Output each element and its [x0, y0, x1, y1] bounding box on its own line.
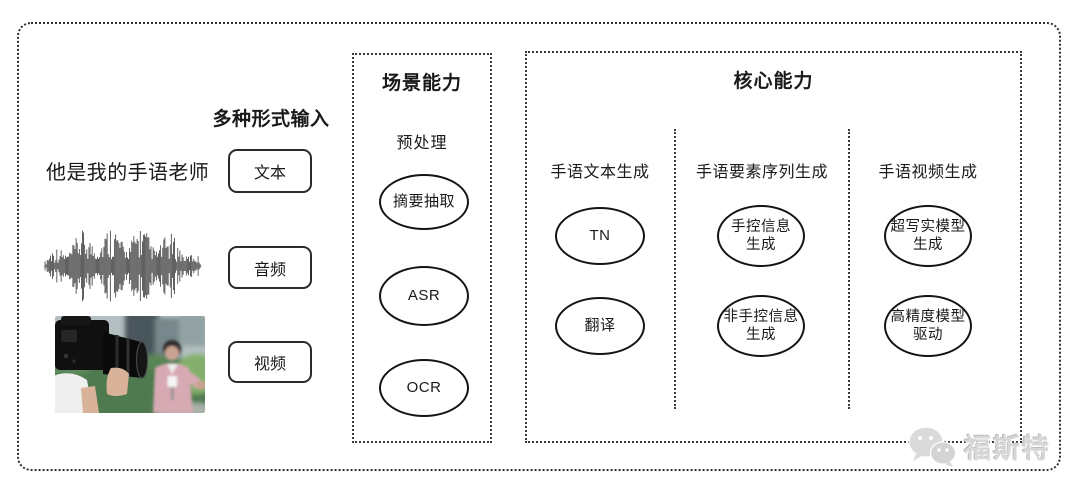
node-translation: 翻译	[555, 297, 645, 355]
node-tn-label: TN	[589, 226, 611, 244]
watermark: 福斯特	[906, 424, 1051, 468]
node-summary-extraction-label: 摘要抽取	[392, 192, 455, 210]
audio-waveform-icon	[43, 230, 202, 302]
node-ocr-label: OCR	[406, 378, 442, 396]
scene-box-title: 场景能力	[381, 73, 462, 94]
input-section-header: 多种形式输入	[212, 109, 330, 130]
input-type-video-label: 视频	[253, 356, 286, 373]
input-type-text-label: 文本	[253, 165, 286, 182]
core-box-title: 核心能力	[733, 71, 814, 92]
watermark-text: 福斯特	[964, 433, 1051, 464]
node-summary-extraction: 摘要抽取	[379, 174, 469, 230]
node-asr-label: ASR	[407, 286, 441, 304]
node-manual-info-generation: 手控信息 生成	[717, 205, 805, 267]
node-ocr: OCR	[379, 359, 469, 417]
node-high-precision-model-driving-label: 高精度模型 驱动	[890, 308, 966, 343]
input-type-text: 文本	[228, 149, 312, 193]
column-header-text-generation: 手语文本生成	[550, 164, 650, 181]
node-tn: TN	[555, 207, 645, 265]
node-non-manual-info-generation: 非手控信息 生成	[717, 295, 805, 357]
input-type-audio-label: 音频	[253, 261, 286, 279]
preprocess-label: 预处理	[396, 135, 448, 152]
input-type-video: 视频	[228, 341, 312, 383]
node-translation-label: 翻译	[584, 316, 616, 334]
node-hyperrealistic-model-generation-label: 超写实模型 生成	[890, 218, 966, 253]
column-header-element-sequence-generation: 手语要素序列生成	[695, 164, 828, 181]
input-type-audio: 音频	[228, 246, 312, 289]
node-asr: ASR	[379, 266, 469, 326]
column-header-video-generation: 手语视频生成	[878, 164, 978, 181]
sample-sentence: 他是我的手语老师	[46, 162, 210, 184]
outer-dotted-border	[17, 22, 1061, 471]
wechat-logo-icon	[908, 426, 957, 467]
reporter-photo	[55, 316, 205, 413]
node-non-manual-info-generation-label: 非手控信息 生成	[723, 308, 799, 343]
node-high-precision-model-driving: 高精度模型 驱动	[884, 295, 972, 357]
photo-reporter	[153, 340, 205, 413]
column-divider-1	[674, 129, 676, 409]
scene-capability-box: 场景能力 预处理 摘要抽取 ASR OCR	[352, 53, 492, 443]
node-hyperrealistic-model-generation: 超写实模型 生成	[884, 205, 972, 267]
node-manual-info-generation-label: 手控信息 生成	[731, 218, 791, 253]
core-capability-box: 核心能力 手语文本生成 手语要素序列生成 手语视频生成 TN 翻译 手控信息 生…	[525, 51, 1022, 443]
photo-camera	[55, 316, 149, 413]
column-divider-2	[848, 129, 850, 409]
